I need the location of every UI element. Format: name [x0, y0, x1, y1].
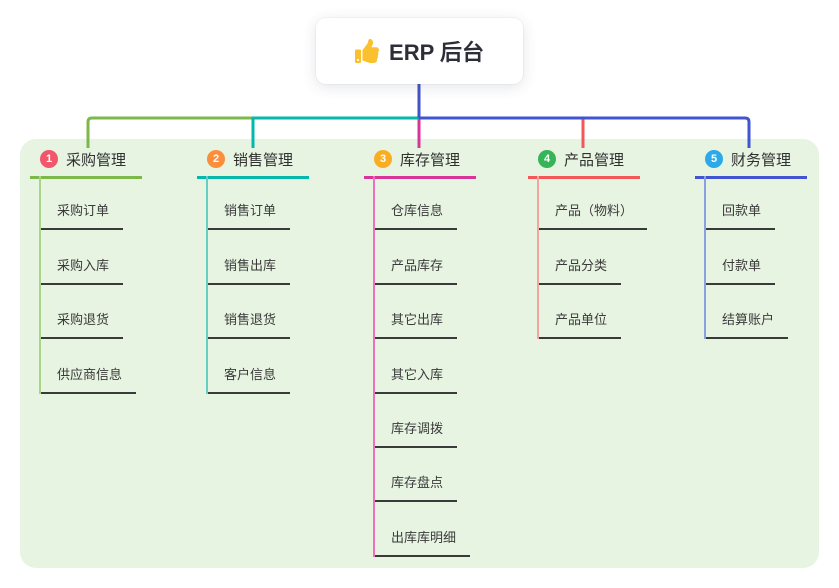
branch-header-5[interactable]: 5 财务管理	[695, 145, 808, 179]
list-item: 产品（物料）	[537, 176, 648, 231]
root-label: ERP 后台	[389, 40, 484, 65]
item-label: 供应商信息	[57, 366, 123, 382]
list-item: 出库库明细	[373, 502, 471, 557]
item-label: 销售订单	[224, 203, 277, 219]
item-label: 采购订单	[57, 203, 110, 219]
list-item: 付款单	[704, 230, 788, 285]
branch-items-3: 仓库信息产品库存其它出库其它入库库存调拨库存盘点出库库明细	[373, 176, 471, 557]
list-item: 采购订单	[39, 176, 136, 231]
item-label: 结算账户	[722, 312, 775, 328]
list-item: 销售订单	[206, 176, 291, 231]
item-node[interactable]: 销售退货	[206, 309, 291, 340]
list-item: 产品库存	[373, 230, 470, 285]
branch-items-1: 采购订单采购入库采购退货供应商信息	[39, 176, 137, 394]
branch-badge: 2	[207, 150, 225, 168]
list-item: 客户信息	[206, 339, 291, 394]
list-item: 销售出库	[206, 230, 291, 285]
list-item: 供应商信息	[39, 339, 137, 394]
item-label: 销售退货	[224, 312, 277, 328]
branch-header-1[interactable]: 1 采购管理	[30, 145, 143, 179]
list-item: 销售退货	[206, 285, 291, 340]
branch-label: 产品管理	[564, 151, 625, 169]
item-label: 付款单	[722, 257, 762, 273]
item-label: 客户信息	[224, 366, 277, 382]
item-node[interactable]: 仓库信息	[373, 200, 458, 231]
list-item: 回款单	[704, 176, 788, 231]
list-item: 仓库信息	[373, 176, 470, 231]
item-node[interactable]: 销售订单	[206, 200, 291, 231]
branch-badge: 4	[538, 150, 556, 168]
item-label: 库存调拨	[391, 420, 444, 436]
item-label: 采购退货	[57, 312, 110, 328]
branch-header-2[interactable]: 2 销售管理	[197, 145, 310, 179]
branch-badge: 1	[40, 150, 58, 168]
list-item: 产品分类	[537, 230, 647, 285]
item-node[interactable]: 库存调拨	[373, 418, 458, 448]
branch-header-4[interactable]: 4 产品管理	[528, 145, 641, 179]
item-node[interactable]: 回款单	[704, 200, 776, 231]
item-label: 销售出库	[224, 257, 277, 273]
item-label: 产品库存	[391, 257, 444, 273]
list-item: 产品单位	[537, 285, 647, 340]
item-node[interactable]: 库存盘点	[373, 472, 458, 503]
item-label: 产品（物料）	[555, 203, 634, 219]
item-label: 采购入库	[57, 257, 110, 273]
branch-items-4: 产品（物料） 产品分类产品单位	[537, 176, 648, 340]
branch-label: 财务管理	[731, 151, 792, 169]
list-item: 采购退货	[39, 285, 136, 340]
list-item: 其它入库	[373, 339, 470, 394]
item-node[interactable]: 其它出库	[373, 309, 458, 340]
branch-label: 采购管理	[66, 151, 127, 169]
item-label: 回款单	[722, 203, 762, 219]
branch-items-2: 销售订单销售出库销售退货客户信息	[206, 176, 291, 394]
item-node[interactable]: 结算账户	[704, 309, 789, 340]
item-label: 出库库明细	[391, 529, 457, 545]
item-node[interactable]: 产品单位	[537, 309, 622, 340]
item-node[interactable]: 产品分类	[537, 255, 622, 285]
list-item: 采购入库	[39, 230, 136, 285]
thumbs-up-icon	[355, 39, 380, 63]
item-node[interactable]: 客户信息	[206, 364, 291, 394]
item-node[interactable]: 其它入库	[373, 364, 458, 394]
item-label: 其它入库	[391, 366, 444, 382]
branch-badge: 3	[374, 150, 392, 168]
branches-background-panel	[20, 139, 819, 568]
item-label: 库存盘点	[391, 475, 444, 491]
item-node[interactable]: 付款单	[704, 255, 776, 285]
item-node[interactable]: 采购订单	[39, 200, 124, 231]
list-item: 库存调拨	[373, 394, 470, 448]
branch-label: 库存管理	[400, 151, 461, 169]
list-item: 其它出库	[373, 285, 470, 340]
item-label: 产品单位	[555, 312, 608, 328]
branch-badge: 5	[705, 150, 723, 168]
item-node[interactable]: 产品（物料）	[537, 200, 648, 231]
item-node[interactable]: 出库库明细	[373, 527, 471, 557]
item-node[interactable]: 供应商信息	[39, 364, 137, 394]
branch-label: 销售管理	[233, 151, 294, 169]
item-node[interactable]: 采购入库	[39, 255, 124, 285]
root-node[interactable]: ERP 后台	[316, 18, 523, 84]
item-label: 仓库信息	[391, 203, 444, 219]
list-item: 库存盘点	[373, 448, 470, 503]
branch-header-3[interactable]: 3 库存管理	[364, 145, 477, 179]
list-item: 结算账户	[704, 285, 789, 340]
item-node[interactable]: 销售出库	[206, 255, 291, 285]
item-label: 其它出库	[391, 312, 444, 328]
item-node[interactable]: 产品库存	[373, 255, 458, 285]
item-label: 产品分类	[555, 257, 608, 273]
branch-items-5: 回款单付款单结算账户	[704, 176, 789, 340]
item-node[interactable]: 采购退货	[39, 309, 124, 340]
